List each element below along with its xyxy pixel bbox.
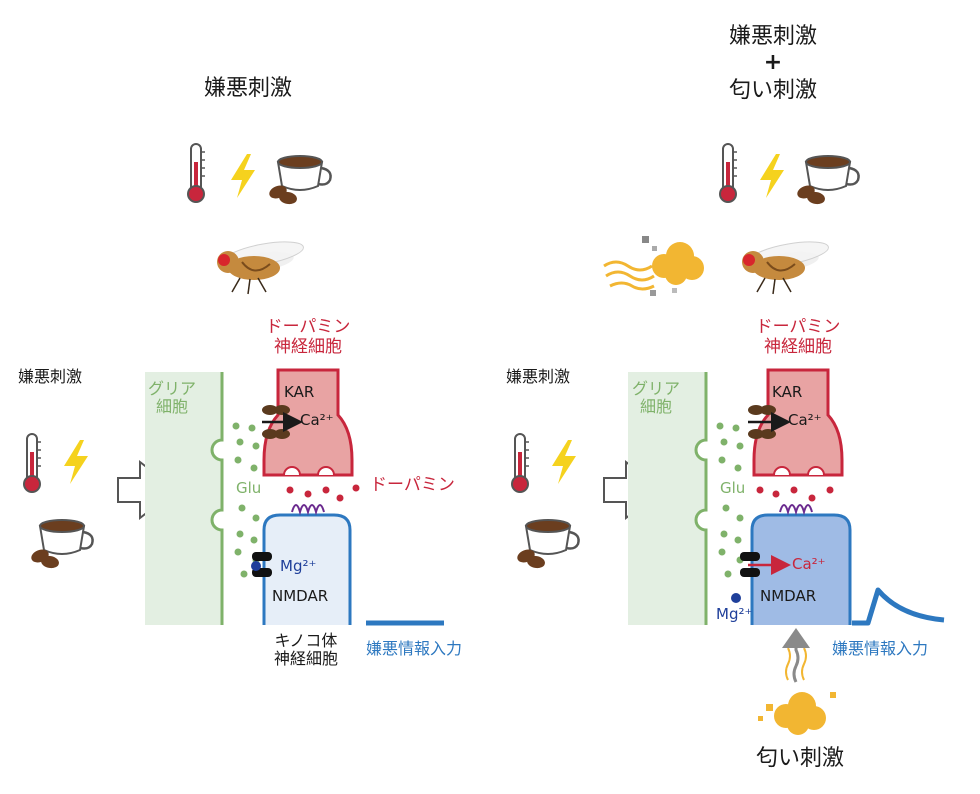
dopamine-receptor bbox=[291, 504, 325, 516]
lightning-icon bbox=[552, 440, 576, 484]
glu-label: Glu bbox=[236, 479, 262, 497]
fly-icon bbox=[741, 236, 832, 295]
dopamine-label: ドーパミン bbox=[370, 475, 455, 495]
kar-label: KAR bbox=[772, 383, 803, 401]
odor-input-arrow bbox=[782, 628, 810, 683]
glia-label: グリア 細胞 bbox=[631, 379, 681, 417]
kenyon-membrane bbox=[750, 513, 852, 625]
ca-label: Ca²⁺ bbox=[788, 411, 822, 429]
kenyon-membrane bbox=[262, 513, 352, 625]
kenyon-cell-label: キノコ体 神経細胞 bbox=[273, 631, 339, 669]
dopamine-neuron-terminal bbox=[262, 368, 354, 477]
ca-nmdar-label: Ca²⁺ bbox=[792, 555, 826, 573]
lightning-icon bbox=[231, 154, 255, 198]
left-title: 嫌悪刺激 bbox=[203, 76, 293, 101]
nmdar-label: NMDAR bbox=[760, 587, 817, 605]
kar-label: KAR bbox=[284, 383, 315, 401]
lightning-icon bbox=[760, 154, 784, 198]
ca-label: Ca²⁺ bbox=[300, 411, 334, 429]
mg-label: Mg²⁺ bbox=[280, 557, 317, 575]
dopamine-release-sites bbox=[283, 466, 335, 476]
thermometer-icon bbox=[23, 433, 42, 493]
odor-cloud-icon bbox=[758, 692, 836, 735]
thermometer-icon bbox=[187, 143, 206, 203]
coffee-cup-icon bbox=[266, 154, 332, 207]
right-title-line2: 匂い刺激 bbox=[728, 78, 818, 103]
thermometer-icon bbox=[511, 433, 530, 493]
dopamine-receptor bbox=[779, 504, 813, 516]
dopamine-neuron-terminal bbox=[752, 368, 844, 477]
coffee-cup-icon bbox=[794, 154, 860, 207]
thermometer-icon bbox=[719, 143, 738, 203]
output-label: 嫌悪情報入力 bbox=[832, 639, 929, 658]
nmdar-label: NMDAR bbox=[272, 587, 329, 605]
right-title-plus: + bbox=[763, 50, 783, 75]
lightning-icon bbox=[64, 440, 88, 484]
mg-ion bbox=[251, 561, 261, 571]
odor-stimulus-label: 匂い刺激 bbox=[755, 746, 845, 771]
dopamine-dots bbox=[756, 486, 834, 502]
odor-cloud-icon bbox=[603, 236, 704, 296]
glutamate-dots bbox=[716, 422, 744, 578]
left-side-label: 嫌悪刺激 bbox=[18, 367, 83, 386]
coffee-cup-icon bbox=[514, 518, 580, 571]
glia-cell bbox=[145, 372, 222, 625]
mg-ion bbox=[731, 593, 741, 603]
left-panel bbox=[23, 143, 444, 626]
kenyon-cell bbox=[264, 515, 350, 625]
glia-membrane bbox=[694, 372, 708, 625]
right-panel bbox=[511, 143, 945, 735]
fly-icon bbox=[216, 236, 307, 295]
output-signal-spike bbox=[852, 587, 945, 626]
glu-label: Glu bbox=[720, 479, 746, 497]
dopamine-release-sites bbox=[773, 466, 825, 476]
dopamine-dots bbox=[286, 484, 360, 502]
dopamine-neuron-label: ドーパミン 神経細胞 bbox=[265, 317, 351, 357]
dopamine-neuron-label: ドーパミン 神経細胞 bbox=[755, 317, 841, 357]
output-label: 嫌悪情報入力 bbox=[366, 639, 463, 658]
glia-membrane bbox=[210, 372, 224, 625]
nmdar-channel bbox=[740, 552, 760, 577]
glia-cell bbox=[628, 372, 706, 625]
right-title-line1: 嫌悪刺激 bbox=[728, 24, 818, 49]
coffee-cup-icon bbox=[28, 518, 94, 571]
mg-label: Mg²⁺ bbox=[716, 605, 753, 623]
right-side-label: 嫌悪刺激 bbox=[506, 367, 571, 386]
glia-label: グリア 細胞 bbox=[147, 379, 197, 417]
kenyon-cell-active bbox=[752, 515, 850, 625]
